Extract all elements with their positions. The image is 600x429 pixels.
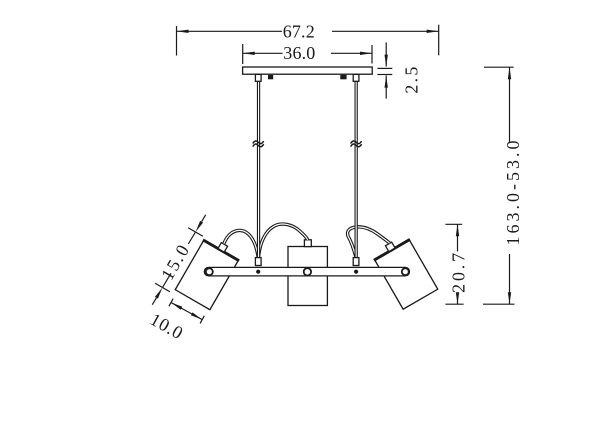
svg-text:20.7: 20.7 xyxy=(448,253,468,293)
svg-text:2.5: 2.5 xyxy=(402,67,422,94)
svg-text:36.0: 36.0 xyxy=(283,43,315,63)
svg-text:67.2: 67.2 xyxy=(283,21,315,41)
